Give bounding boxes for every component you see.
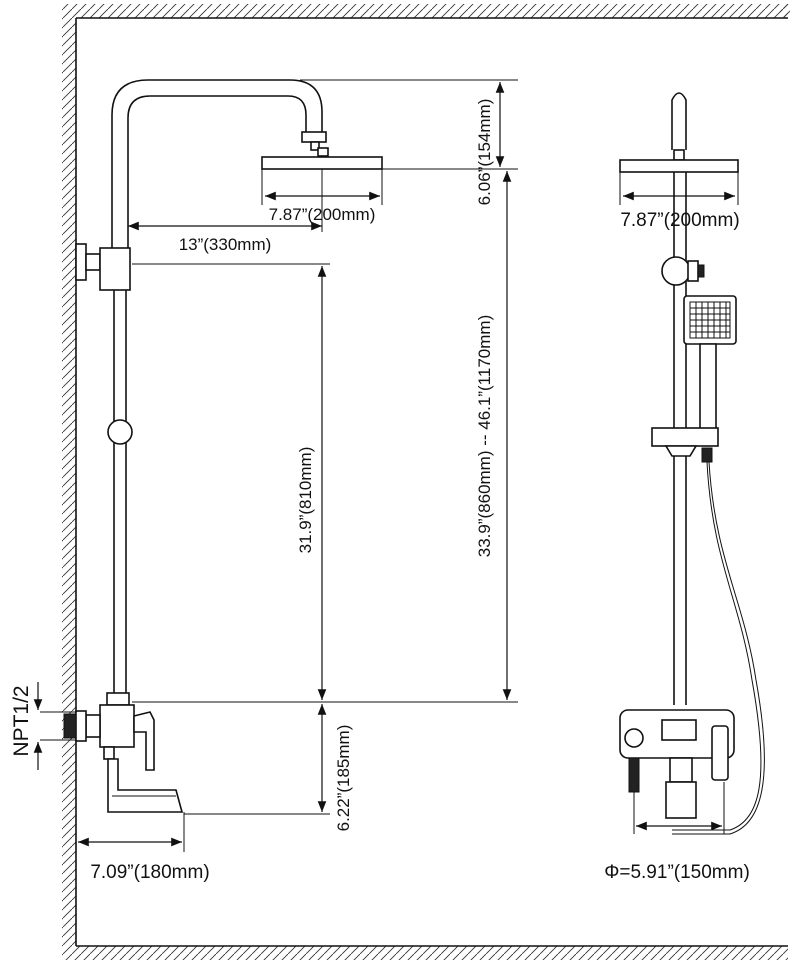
label-head-width: 7.87”(200mm) (269, 205, 376, 224)
label-side-head-width: 7.87”(200mm) (620, 210, 739, 231)
label-head-drop: 6.06”(154mm) (475, 99, 494, 206)
side-dimensions: 7.87”(200mm) Φ=5.91”(150mm) (604, 191, 750, 883)
side-view (619, 92, 765, 835)
label-valve-to-spout: 6.22”(185mm) (334, 725, 353, 832)
label-arm-reach: 13”(330mm) (179, 235, 272, 254)
label-rail-height: 33.9”(860mm) -- 46.1”(1170mm) (475, 315, 494, 557)
handheld-grid (689, 301, 731, 339)
label-inlet-thread: NPT1/2 (10, 685, 33, 756)
front-dimensions: 7.87”(200mm) 13”(330mm) 6.06”(154mm) 33.… (10, 79, 518, 883)
label-bracket-to-valve: 31.9”(810mm) (296, 447, 315, 554)
label-spout-reach: 7.09”(180mm) (90, 862, 209, 883)
label-inlet-spacing: Φ=5.91”(150mm) (604, 862, 750, 883)
front-view (40, 79, 383, 813)
